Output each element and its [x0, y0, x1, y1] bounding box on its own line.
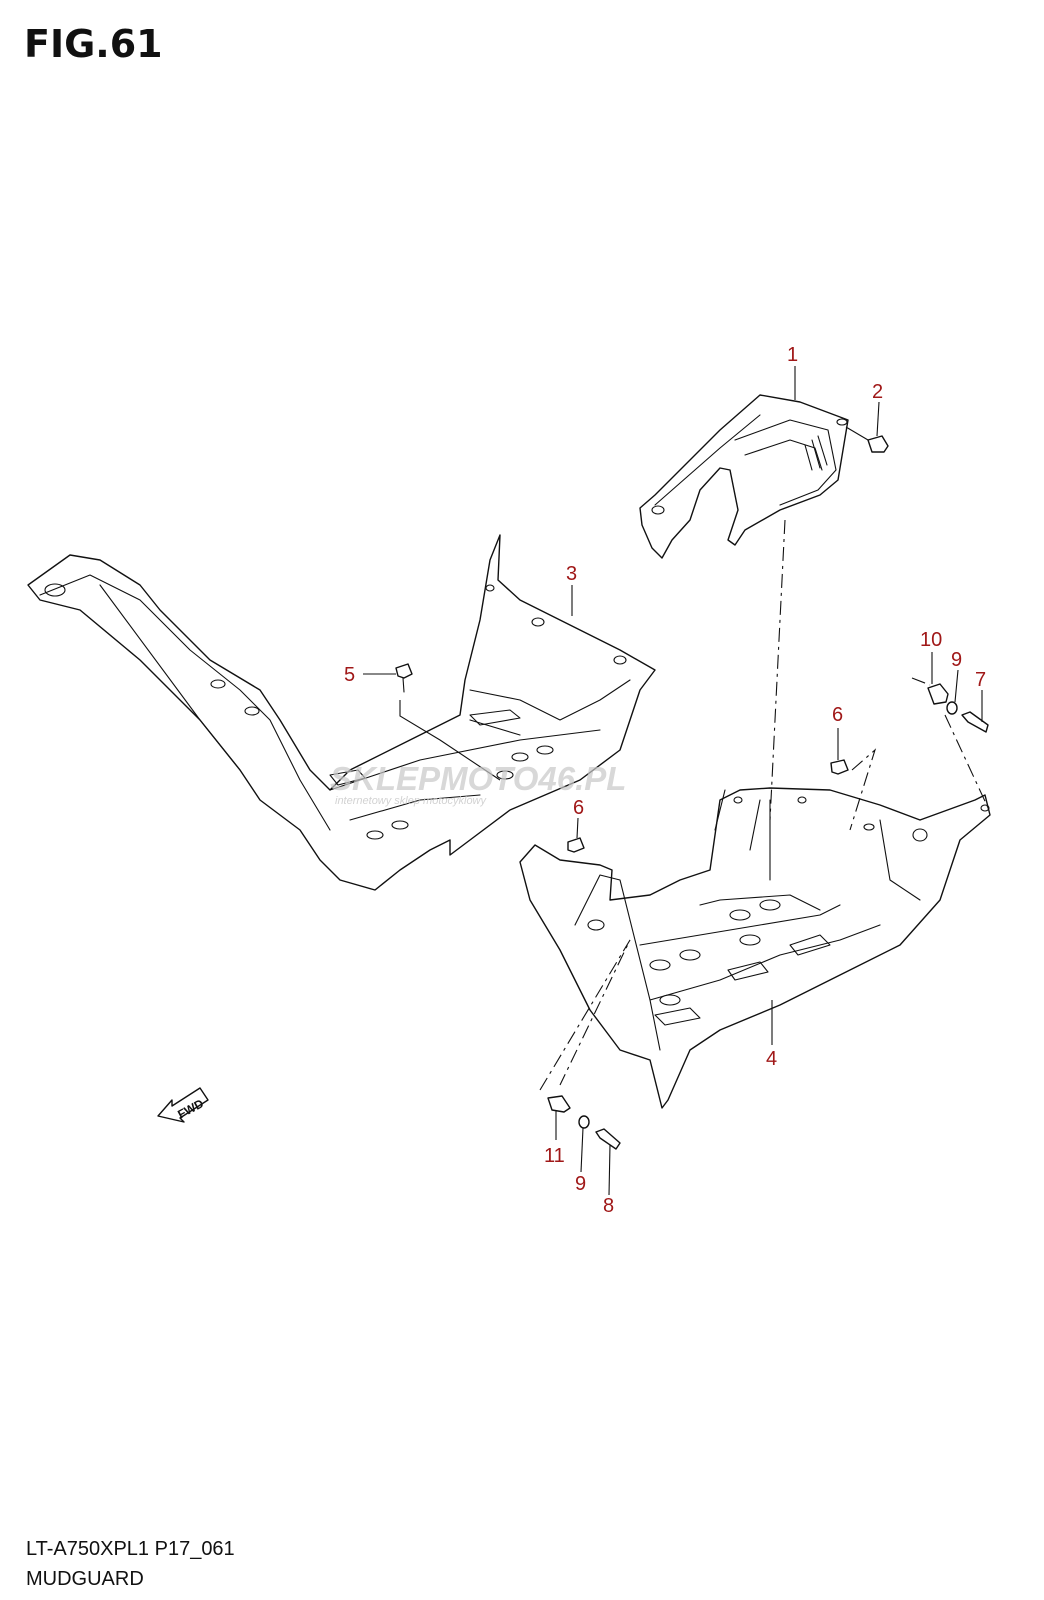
- watermark: SKLEPMOTO46.PL internetowy sklep motocyk…: [330, 760, 626, 807]
- callout-8: 8: [603, 1195, 614, 1217]
- part-1-cover: [639, 394, 849, 559]
- section-name: MUDGUARD: [26, 1568, 144, 1590]
- part-7-screw: [961, 690, 989, 733]
- part-6-clip-lower: [567, 817, 585, 853]
- part-9-washer-upper: [946, 669, 959, 715]
- callout-7: 7: [975, 669, 986, 691]
- assembly-lines: [539, 519, 991, 1091]
- callout-6-upper: 6: [832, 704, 843, 726]
- part-11-grommet: [547, 1095, 571, 1140]
- callout-1: 1: [787, 344, 798, 366]
- figure-title: FIG.61: [24, 22, 163, 66]
- callout-5: 5: [344, 664, 355, 686]
- callout-6-lower: 6: [573, 797, 584, 819]
- fwd-arrow-icon: FWD: [157, 1087, 209, 1123]
- part-8-screw: [595, 1128, 621, 1196]
- callout-2: 2: [872, 381, 883, 403]
- leader-2: [876, 401, 880, 437]
- part-2-screw: [845, 426, 889, 453]
- callout-9-upper: 9: [951, 649, 962, 671]
- callout-3: 3: [566, 563, 577, 585]
- part-5-bolt: [363, 663, 501, 781]
- callouts: 1 2 3 4 5 6 6 7 8 9 9 10 11: [344, 344, 986, 1217]
- model-code: LT-A750XPL1 P17_061: [26, 1538, 235, 1560]
- watermark-sub: internetowy sklep motocyklowy: [335, 795, 488, 807]
- callout-4: 4: [766, 1048, 777, 1070]
- callout-9-lower: 9: [575, 1173, 586, 1195]
- part-10-grommet: [927, 652, 949, 705]
- part-9-washer-lower: [578, 1115, 590, 1173]
- part-3-left-mudguard: [27, 534, 656, 891]
- part-4-right-mudguard: [519, 787, 991, 1109]
- callout-10: 10: [920, 629, 942, 651]
- callout-11: 11: [544, 1145, 565, 1167]
- watermark-main: SKLEPMOTO46.PL: [330, 760, 626, 797]
- part-6-clip-upper: [830, 728, 849, 775]
